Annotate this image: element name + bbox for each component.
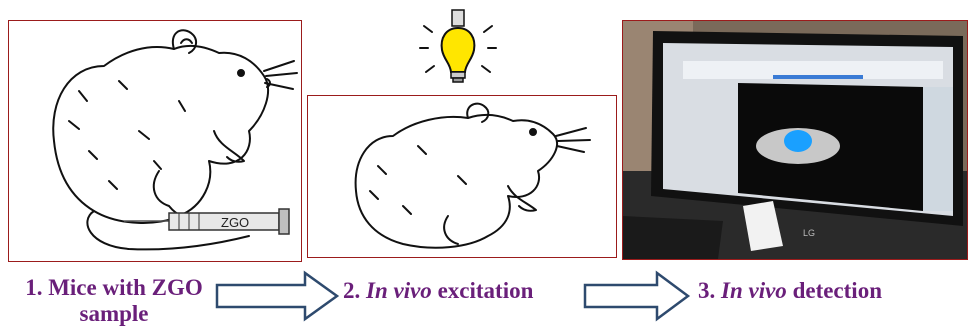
computer-monitor-photo: LG bbox=[622, 20, 968, 260]
arrow-right-icon bbox=[215, 270, 340, 322]
caption-italic: In vivo bbox=[366, 278, 432, 303]
syringe-label: ZGO bbox=[221, 215, 249, 230]
mouse-drawing: ZGO bbox=[9, 21, 301, 261]
caption-text-line2: sample bbox=[80, 301, 149, 326]
panel-mouse-excitation bbox=[307, 95, 617, 258]
mouse-drawing bbox=[308, 96, 616, 257]
caption-text: detection bbox=[793, 278, 882, 303]
syringe-icon: ZGO bbox=[124, 209, 289, 234]
caption-number: 1. bbox=[25, 275, 42, 300]
caption-number: 3. bbox=[698, 278, 715, 303]
caption-number: 2. bbox=[343, 278, 360, 303]
monitor-brand: LG bbox=[803, 228, 815, 238]
arrow-right-icon bbox=[583, 270, 691, 322]
panel-mouse-injection: ZGO bbox=[8, 20, 302, 262]
caption-text: Mice with ZGO bbox=[48, 275, 203, 300]
caption-step-2: 2. In vivo excitation bbox=[343, 278, 533, 304]
caption-step-1: 1. Mice with ZGO sample bbox=[14, 275, 214, 327]
caption-step-3: 3. In vivo detection bbox=[698, 278, 882, 304]
caption-italic: In vivo bbox=[721, 278, 787, 303]
light-bulb-icon bbox=[418, 8, 498, 90]
caption-text: excitation bbox=[438, 278, 534, 303]
